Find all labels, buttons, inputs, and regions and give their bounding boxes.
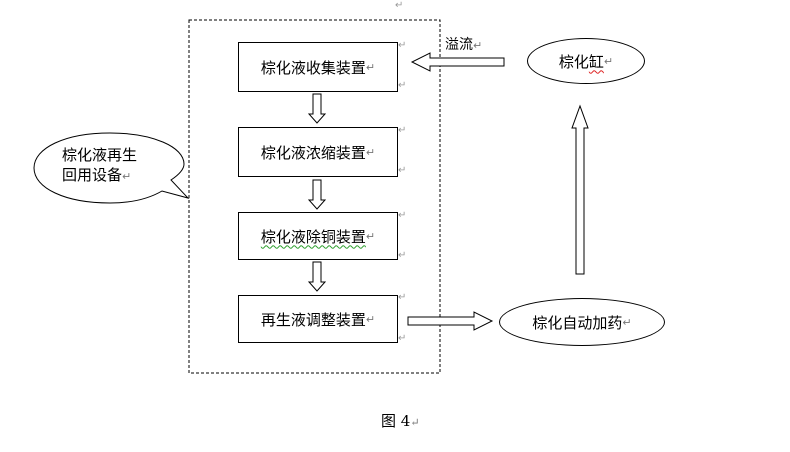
down-arrow-1: [307, 93, 327, 124]
overflow-label: 溢流↵: [445, 37, 483, 53]
dosing-arrow: [407, 311, 494, 331]
regeneration-adjust-device-label: 再生液调整装置: [260, 310, 366, 329]
callout-text: 棕化液再生 回用设备↵: [62, 146, 138, 184]
tank-label-prefix: 棕化: [558, 52, 589, 71]
callout-line-2: 回用设备: [62, 166, 123, 184]
collection-device-label: 棕化液收集装置: [260, 58, 366, 77]
figure-caption: 图 4↵: [381, 412, 420, 430]
copper-removal-device-label: 棕化液除铜装置: [260, 227, 366, 246]
top-paragraph-mark: ↵: [395, 0, 404, 11]
concentration-device-box: 棕化液浓缩装置↵: [238, 127, 398, 177]
auto-dosing-label: 棕化自动加药: [532, 313, 623, 332]
tank-label-suffix: 缸: [588, 52, 604, 71]
overflow-arrow: [410, 52, 505, 72]
equipment-dashed-frame: [188, 19, 441, 374]
down-arrow-3: [307, 261, 327, 292]
return-arrow: [571, 104, 589, 275]
concentration-device-label: 棕化液浓缩装置: [260, 143, 366, 162]
collection-device-box: 棕化液收集装置↵: [238, 42, 398, 92]
regeneration-adjust-device-box: 再生液调整装置↵: [238, 295, 398, 343]
callout-bubble: [33, 132, 190, 204]
auto-dosing-ellipse: 棕化自动加药↵: [499, 298, 665, 346]
brown-oxide-tank-ellipse: 棕化缸↵: [527, 38, 645, 84]
callout-line-1: 棕化液再生: [62, 146, 138, 164]
down-arrow-2: [307, 179, 327, 210]
copper-removal-device-box: 棕化液除铜装置↵: [238, 212, 398, 260]
